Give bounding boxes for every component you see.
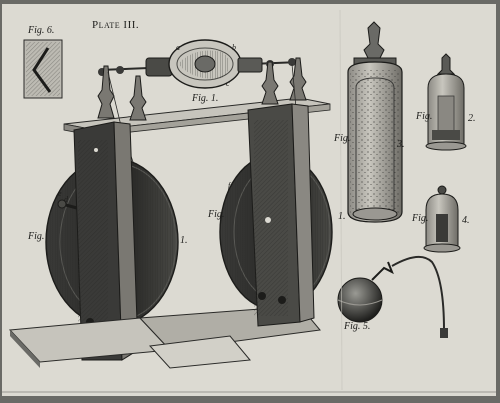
letter-d-label: d bbox=[64, 195, 68, 204]
fig-mid-label: Fig. bbox=[208, 209, 225, 220]
num-mid-label: 1. bbox=[338, 211, 346, 222]
right-frame bbox=[247, 103, 315, 327]
num2-label: 2. bbox=[468, 113, 476, 124]
fig1-top-label: Fig. 1. bbox=[192, 93, 219, 104]
letter-a-label: a bbox=[176, 43, 180, 52]
fig4-label: Fig. bbox=[412, 213, 429, 224]
fig5-flask bbox=[337, 255, 448, 338]
num-left-label: 1. bbox=[180, 235, 188, 246]
fig6-label: Fig. 6. bbox=[28, 25, 55, 36]
letter-c-label: c bbox=[226, 79, 230, 88]
fig3-label: Fig. bbox=[334, 133, 351, 144]
fig-left-label: Fig. bbox=[28, 231, 45, 242]
fig2-bell-jar bbox=[425, 53, 467, 151]
plate-title: Plate III. bbox=[92, 19, 140, 31]
fig5-label: Fig. 5. bbox=[344, 321, 371, 332]
fig2-label: Fig. bbox=[416, 111, 433, 122]
num4-label: 4. bbox=[462, 215, 470, 226]
fig3-tall-jar bbox=[347, 21, 403, 223]
letter-f-label: f bbox=[228, 181, 231, 190]
letter-e-label: e bbox=[58, 189, 62, 198]
letter-b-label: b bbox=[232, 43, 236, 52]
num3-label: 3. bbox=[397, 139, 405, 150]
glass-globe bbox=[98, 39, 301, 89]
fig6-plate bbox=[23, 39, 63, 99]
fig4-bell-jar bbox=[423, 185, 461, 253]
